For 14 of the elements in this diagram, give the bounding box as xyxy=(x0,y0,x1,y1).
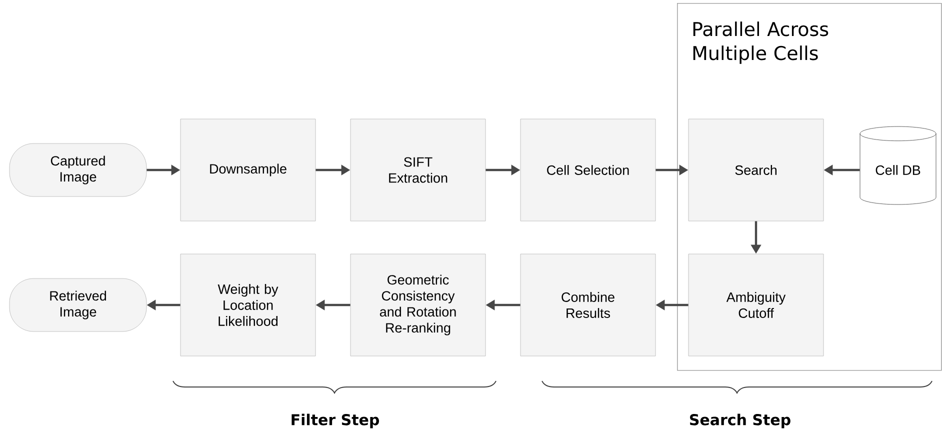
process-box: Search xyxy=(688,118,824,222)
process-box: Cell Selection xyxy=(520,118,656,222)
database-cylinder: Cell DB xyxy=(860,126,936,205)
brace-label: Filter Step xyxy=(292,414,379,428)
process-box: Ambiguity Cutoff xyxy=(688,254,824,356)
terminal-box: Captured Image xyxy=(9,143,147,197)
process-box: Weight by Location Likelihood xyxy=(180,254,316,356)
process-box: Downsample xyxy=(180,118,316,222)
process-box: Combine Results xyxy=(520,254,656,356)
process-box: SIFT Extraction xyxy=(350,118,486,222)
region-heading: Parallel Across Multiple Cells xyxy=(693,22,828,64)
brace-label: Search Step xyxy=(690,414,790,428)
process-box: Geometric Consistency and Rotation Re-ranking xyxy=(350,254,486,356)
terminal-box: Retrieved Image xyxy=(9,278,147,332)
